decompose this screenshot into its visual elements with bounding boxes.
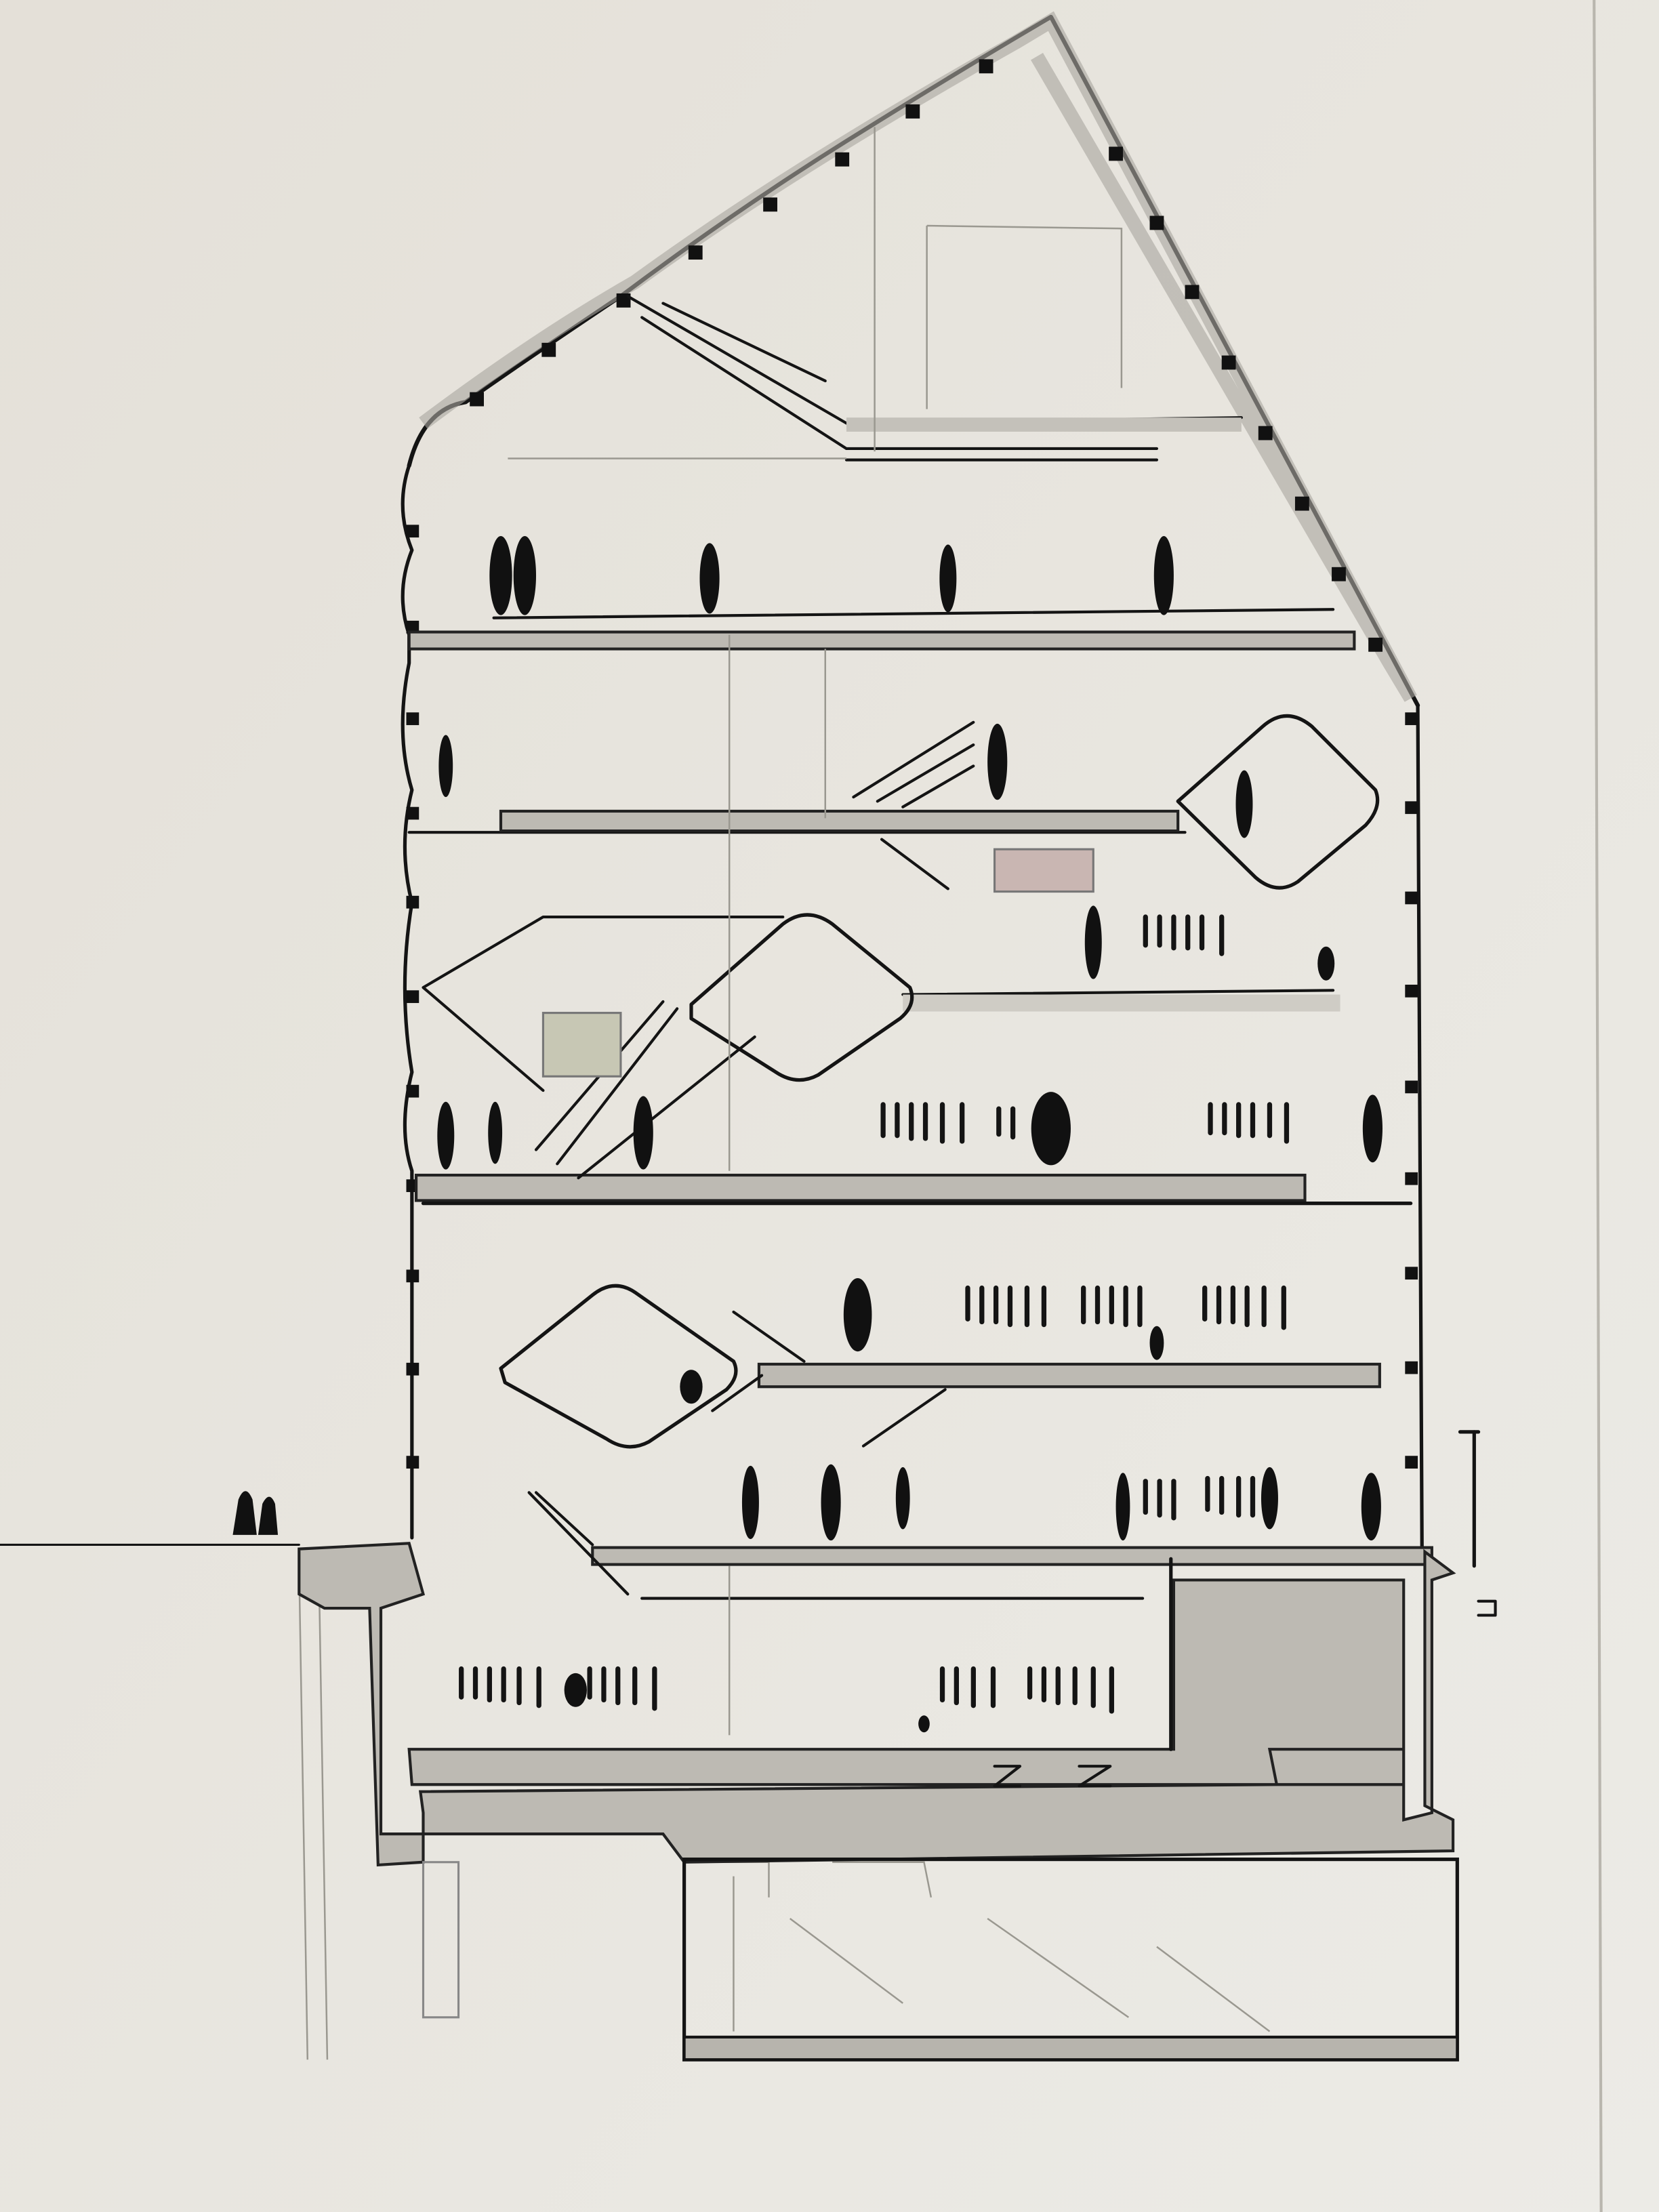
roof-envelope: [407, 11, 1420, 708]
paper-edge: [1593, 0, 1603, 2212]
visitor-figures: [437, 536, 1382, 1733]
left-facade: [401, 464, 414, 1540]
roof-mullions: [470, 59, 1382, 652]
foundation-column: [422, 1861, 460, 2019]
pod-upper-right: [1176, 714, 1380, 890]
bookshelves: [459, 914, 1290, 1714]
pod-middle: [689, 913, 914, 1082]
pods: [422, 714, 1380, 1449]
pedestrian-figures: [232, 1491, 279, 1535]
attic-platform: [508, 127, 1243, 462]
stairs: [527, 720, 975, 1596]
pod-lower-left: [499, 1284, 738, 1449]
artworks: [541, 848, 1094, 1078]
right-facade: [1416, 703, 1424, 1554]
floor-slabs: [407, 608, 1433, 1600]
right-facade-mullions: [1405, 712, 1418, 1469]
basement-structure: [298, 1430, 1497, 2062]
left-facade-mullions: [406, 525, 419, 1469]
